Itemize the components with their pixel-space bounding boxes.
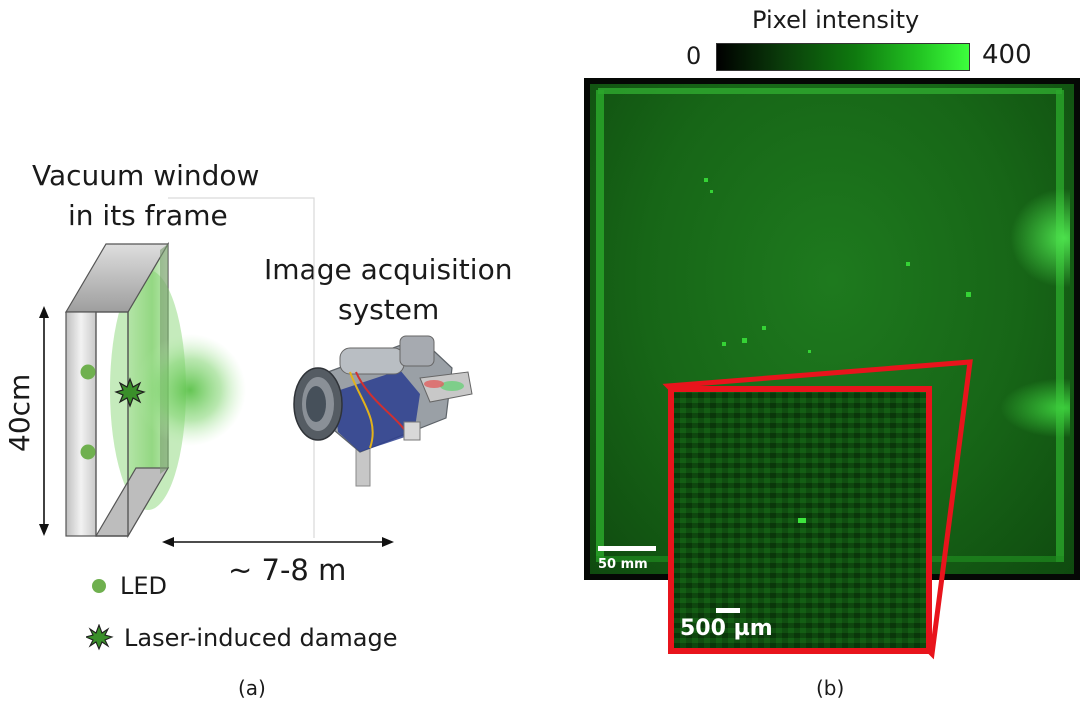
camera-title: Image acquisition xyxy=(264,253,513,286)
window-title-line2: in its frame xyxy=(68,199,228,232)
led-dot-top xyxy=(80,364,96,380)
setup-illustration xyxy=(39,197,473,547)
distance-arrow xyxy=(162,537,394,547)
damage-legend-label: Laser-induced damage xyxy=(124,624,398,652)
led-legend-label: LED xyxy=(120,572,168,600)
led-dot-bottom xyxy=(80,444,96,460)
damage-legend-icon xyxy=(86,624,114,651)
inset-scalebar-label: 500 µm xyxy=(680,616,773,641)
main-scalebar-label: 50 mm xyxy=(598,557,648,572)
inset-image: 500 µm xyxy=(668,386,932,654)
main-scalebar xyxy=(598,546,656,551)
inset-damage-spot xyxy=(798,518,806,523)
window-frame-left xyxy=(65,311,97,537)
colorbar xyxy=(716,43,970,71)
caption-a: (a) xyxy=(238,676,266,700)
panel-b-microscopy-image: Pixel intensity 0 400 500 µm xyxy=(540,0,1080,704)
height-label: 40cm xyxy=(3,373,36,452)
distance-label: ~ 7-8 m xyxy=(228,553,347,587)
colorbar-min-label: 0 xyxy=(686,42,702,70)
legend-item-led: LED xyxy=(86,572,386,606)
camera-illustration xyxy=(293,335,473,487)
damage-star xyxy=(114,377,146,408)
camera-title-line2: system xyxy=(338,293,440,326)
window-title: Vacuum window xyxy=(32,159,260,192)
illumination-glow xyxy=(134,334,246,446)
panel-a-setup-diagram: Vacuum window in its frame Image acquisi… xyxy=(3,159,513,700)
height-arrow xyxy=(39,306,49,536)
legend-item-damage: Laser-induced damage xyxy=(86,624,466,658)
led-legend-icon xyxy=(92,579,106,593)
colorbar-max-label: 400 xyxy=(982,40,1032,70)
caption-b: (b) xyxy=(816,676,845,700)
damage-spots xyxy=(704,178,971,353)
inset-scalebar xyxy=(716,608,740,613)
colorbar-title: Pixel intensity xyxy=(752,6,920,34)
